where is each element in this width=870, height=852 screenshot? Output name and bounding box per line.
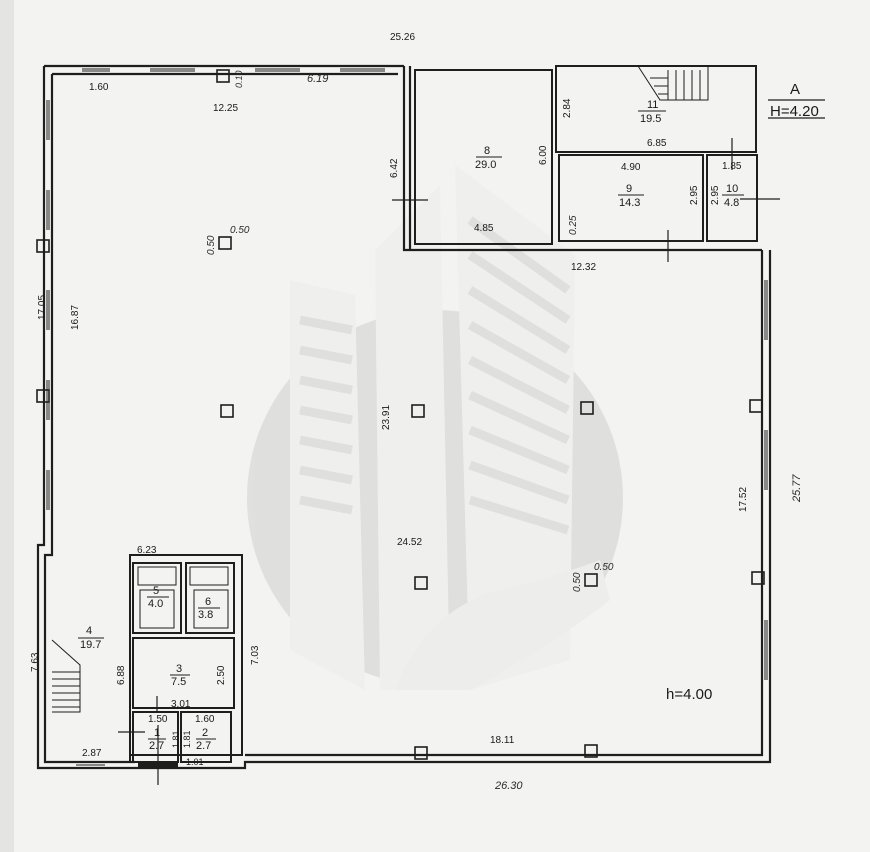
room-11-number: 11 <box>647 99 658 111</box>
room-2-area: 2.7 <box>196 740 211 752</box>
threshold-mark <box>138 762 178 767</box>
outer-dim-right: 25.77 <box>791 474 803 503</box>
room-1-area: 2.7 <box>149 740 164 752</box>
room-11-dim-a: 2.84 <box>562 98 573 118</box>
room-5-number: 5 <box>153 585 159 597</box>
watermark-logo <box>247 165 623 690</box>
room-8-number: 8 <box>484 145 490 157</box>
room-9-dim-b: 2.95 <box>689 185 700 205</box>
room-1-dim-b: 1.81 <box>171 730 181 748</box>
room-4-dim-c: 2.87 <box>82 748 102 759</box>
room-6-number: 6 <box>205 596 211 608</box>
dim-left-inner: 16.87 <box>70 305 81 330</box>
section-marker-height: H=4.20 <box>770 103 819 120</box>
room-8-dim-b: 4.85 <box>474 223 494 234</box>
scan-edge-shadow <box>0 0 14 852</box>
room-2-number: 2 <box>202 727 208 739</box>
stair-room-11 <box>637 65 709 101</box>
room-6-area: 3.8 <box>198 609 213 621</box>
dim-bottom-inner: 18.11 <box>490 735 515 746</box>
room-1-dim-a: 1.50 <box>148 714 168 725</box>
room-8-area: 29.0 <box>475 159 496 171</box>
room-1-number: 1 <box>154 727 160 739</box>
exterior-walls <box>36 64 772 770</box>
room-4-dim-b: 7.63 <box>30 652 41 672</box>
room-11-area: 19.5 <box>640 113 661 125</box>
room-4-area: 19.7 <box>80 639 101 651</box>
section-lines <box>118 99 825 785</box>
dim-right-inner: 17.52 <box>738 487 749 512</box>
column-offset-3: 0.50 <box>594 562 614 573</box>
room-4-number: 4 <box>86 625 92 637</box>
floor-height-label: h=4.00 <box>666 686 712 703</box>
room-2-dim-b: 1.81 <box>182 730 192 748</box>
dim-partition-height: 7.03 <box>250 645 261 665</box>
section-marker-letter: A <box>790 81 800 98</box>
dim-top-small: 0.10 <box>234 70 244 88</box>
room-10-number: 10 <box>726 183 738 195</box>
elevator-shafts <box>137 566 229 629</box>
room-5-area: 4.0 <box>148 598 163 610</box>
room-label-bars <box>78 110 744 740</box>
upper-room-block <box>414 65 758 245</box>
room-4-dim-a: 6.88 <box>116 665 127 685</box>
room-9-dim-c: 0.25 <box>568 215 579 235</box>
room-9-area: 14.3 <box>619 197 640 209</box>
dim-height-mid: 23.91 <box>381 405 392 430</box>
room-8-dim-a: 6.00 <box>538 145 549 165</box>
room-2-dim-a: 1.60 <box>195 714 215 725</box>
window-marks <box>46 68 768 766</box>
room-5-dim-a: 6.23 <box>137 545 157 556</box>
column-offset-2: 0.50 <box>206 235 217 255</box>
room-3-area: 7.5 <box>171 676 186 688</box>
structural-columns <box>36 69 765 760</box>
dim-left-wall: 1.60 <box>89 82 109 93</box>
room-10-dim-b: 2.95 <box>710 185 721 205</box>
stair-room-4 <box>51 639 81 713</box>
room-9-dim-a: 4.90 <box>621 162 641 173</box>
room-3-dim-a: 3.01 <box>171 699 191 710</box>
dim-top-segment: 12.25 <box>213 103 238 114</box>
dim-width-lower: 24.52 <box>397 537 422 548</box>
room-10-area: 4.8 <box>724 197 739 209</box>
room-3-dim-b: 2.50 <box>216 665 227 685</box>
column-offset-4: 0.50 <box>572 572 583 592</box>
column-offset-1: 0.50 <box>230 225 250 236</box>
outer-dim-bottom: 26.30 <box>494 780 523 792</box>
outer-dim-left: 17.05 <box>37 295 48 320</box>
lower-room-block <box>129 554 243 763</box>
outer-dim-top: 25.26 <box>390 32 415 43</box>
room-3-number: 3 <box>176 663 182 675</box>
dim-inner-wall: 6.42 <box>389 158 400 178</box>
dim-partition-width: 12.32 <box>571 262 596 273</box>
room-2-dim-c: 1.01 <box>186 757 204 767</box>
room-9-number: 9 <box>626 183 632 195</box>
room-10-dim-a: 1.85 <box>722 161 742 172</box>
dim-top-italic: 6.19 <box>307 73 328 85</box>
room-11-dim-b: 6.85 <box>647 138 667 149</box>
